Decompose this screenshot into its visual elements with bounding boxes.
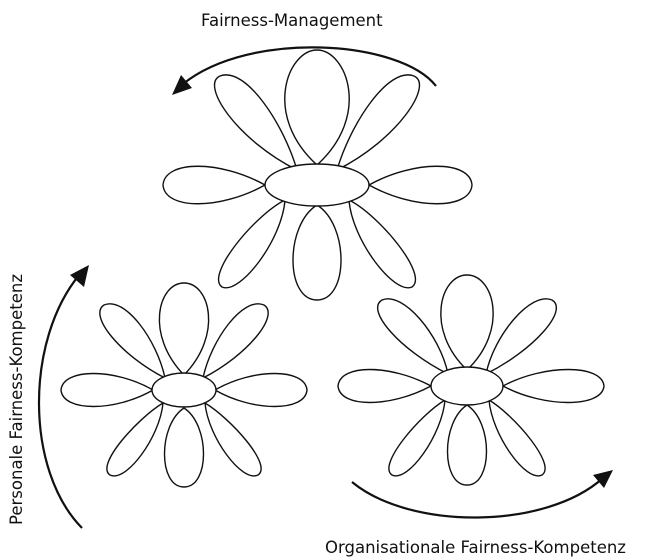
label-left: Personale Fairness-Kompetenz [7, 274, 26, 525]
petal-top-n [285, 50, 349, 165]
flower-left-center [152, 373, 216, 407]
petal-left-e [215, 374, 307, 407]
petal-left-sw [107, 403, 163, 476]
label-top: Fairness-Management [201, 11, 383, 30]
flower-right [338, 275, 604, 485]
arrow-top-head [172, 75, 192, 95]
petal-right-e [503, 370, 604, 403]
petal-top-se [349, 200, 415, 288]
flower-top [163, 50, 472, 300]
arrow-bottom-head [593, 470, 613, 488]
petal-left-ne [203, 304, 268, 378]
flower-top-center [265, 164, 369, 206]
petal-right-sw [389, 400, 445, 476]
petal-left-se [205, 403, 261, 476]
petal-right-ne [486, 299, 556, 374]
petal-top-s [293, 205, 341, 300]
petal-right-s [448, 405, 487, 485]
petal-top-nw [215, 75, 297, 170]
petal-right-nw [378, 299, 448, 374]
petal-right-n [441, 275, 493, 370]
petal-top-w [163, 166, 265, 204]
petal-top-e [369, 166, 472, 204]
petal-top-ne [337, 75, 419, 170]
arrow-bottom [352, 470, 613, 518]
petal-left-nw [100, 304, 165, 378]
flower-right-center [431, 367, 503, 405]
petal-right-se [489, 400, 545, 476]
flower-left [61, 283, 307, 487]
arrow-bottom-arc [352, 478, 603, 518]
petal-right-w [338, 370, 431, 403]
petal-left-s [165, 408, 204, 487]
petal-left-w [61, 374, 153, 407]
petal-top-sw [219, 200, 285, 288]
petal-left-n [159, 283, 208, 375]
label-bottom: Organisationale Fairness-Kompetenz [325, 538, 626, 557]
